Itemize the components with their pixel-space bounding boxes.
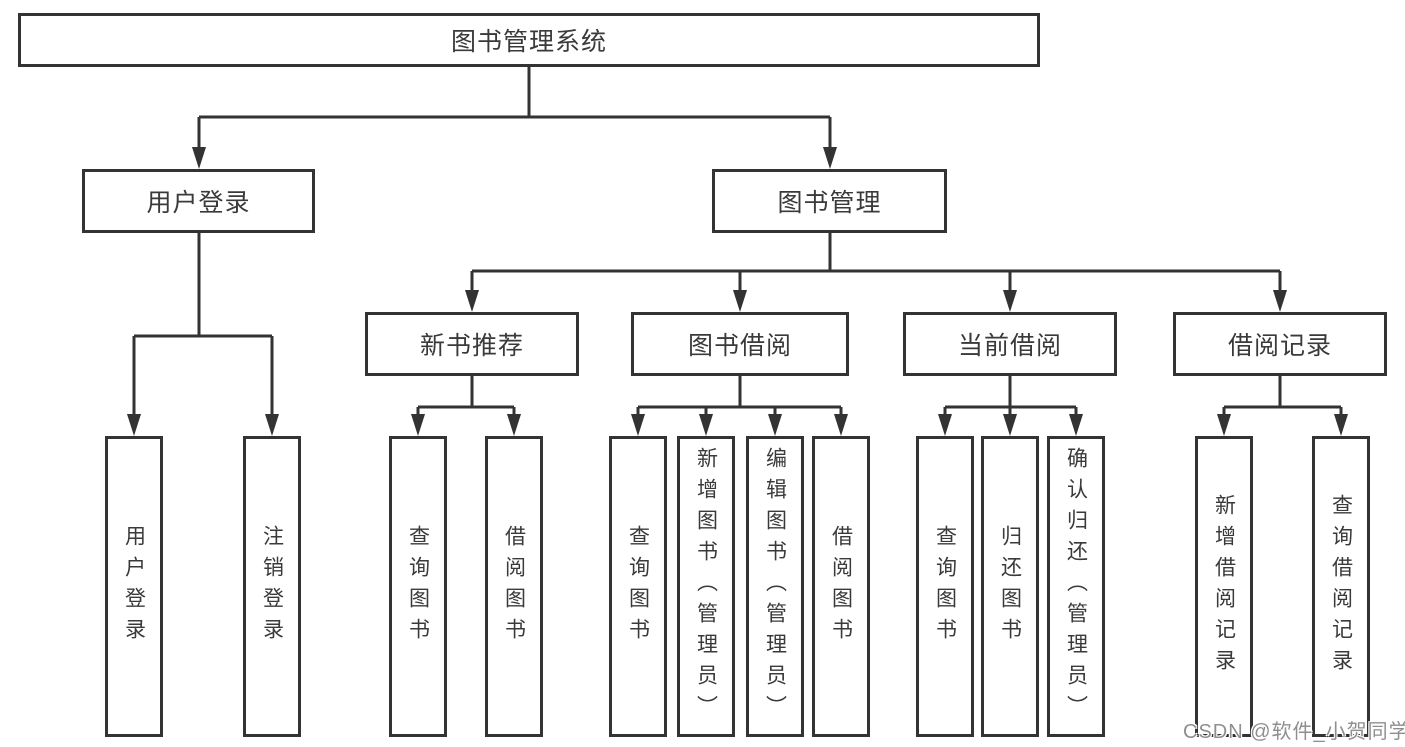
node-label: 编辑图书（管理员） <box>763 447 787 726</box>
node-label: 借阅记录 <box>1227 332 1332 360</box>
node-label: 图书管理 <box>777 189 882 217</box>
node-label: 用户登录 <box>122 524 146 649</box>
node-book-borrowing: 图书借阅 <box>631 312 849 376</box>
arrowhead-icons <box>127 147 1348 436</box>
node-label: 注销登录 <box>260 524 284 649</box>
node-label: 借阅图书 <box>502 524 526 649</box>
node-user-login-group: 用户登录 <box>82 169 315 233</box>
leaf-query-books-current: 查询图书 <box>916 436 974 737</box>
leaf-query-borrow-record: 查询借阅记录 <box>1312 436 1370 737</box>
node-label: 用户登录 <box>146 189 251 217</box>
leaf-confirm-return-admin: 确认归还（管理员） <box>1047 436 1105 737</box>
node-label: 确认归还（管理员） <box>1064 447 1088 726</box>
leaf-query-books-recommend: 查询图书 <box>389 436 447 737</box>
node-label: 归还图书 <box>998 524 1022 649</box>
node-label: 借阅图书 <box>829 524 853 649</box>
leaf-logout: 注销登录 <box>243 436 301 737</box>
node-label: 查询图书 <box>933 524 957 649</box>
leaf-return-book: 归还图书 <box>981 436 1039 737</box>
leaf-edit-book-admin: 编辑图书（管理员） <box>746 436 804 737</box>
node-label: 新书推荐 <box>419 332 524 360</box>
leaf-borrow-books-recommend: 借阅图书 <box>485 436 543 737</box>
node-label: 当前借阅 <box>957 332 1062 360</box>
node-book-management: 图书管理 <box>712 169 947 233</box>
node-label: 图书借阅 <box>687 332 792 360</box>
leaf-borrow-books-borrowing: 借阅图书 <box>812 436 870 737</box>
leaf-add-borrow-record: 新增借阅记录 <box>1195 436 1253 737</box>
node-current-borrowing: 当前借阅 <box>903 312 1117 376</box>
csdn-watermark: CSDN @软件_小贺同学 <box>1183 721 1405 743</box>
node-label: 查询图书 <box>406 524 430 649</box>
leaf-add-book-admin: 新增图书（管理员） <box>677 436 735 737</box>
node-label: 查询图书 <box>626 524 650 649</box>
leaf-query-books-borrowing: 查询图书 <box>609 436 667 737</box>
node-label: 查询借阅记录 <box>1329 493 1353 680</box>
node-label: 图书管理系统 <box>450 28 607 56</box>
node-system-root: 图书管理系统 <box>18 13 1040 67</box>
node-borrowing-records: 借阅记录 <box>1173 312 1387 376</box>
node-new-book-recommend: 新书推荐 <box>365 312 579 376</box>
node-label: 新增借阅记录 <box>1212 493 1236 680</box>
leaf-user-login: 用户登录 <box>105 436 163 737</box>
node-label: 新增图书（管理员） <box>694 447 718 726</box>
